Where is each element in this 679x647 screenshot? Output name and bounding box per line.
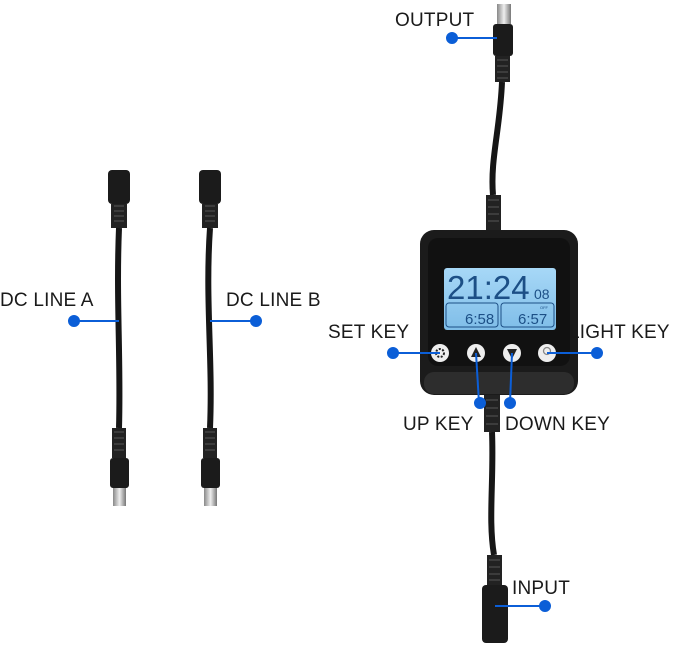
light-key-label: LIGHT KEY [569,322,670,343]
output-plug [486,4,513,231]
dc-line-a-cable [108,170,130,506]
dc-line-b-cable [199,170,221,506]
input-label: INPUT [512,578,570,599]
input-plug [482,394,508,643]
set-key-label: SET KEY [328,322,410,343]
down-key-label: DOWN KEY [505,414,611,435]
up-arrow-icon [471,347,481,357]
dc-line-b-label: DC LINE B [226,290,321,311]
lcd-on-time: 6:58 [465,311,494,328]
lcd-seconds: 08 [534,286,550,302]
lcd-off-label: OFF [540,305,549,310]
output-label: OUTPUT [395,10,475,31]
lcd-screen [444,268,556,330]
up-key-label: UP KEY [403,414,474,435]
callouts [68,32,603,612]
lcd-off-time: 6:57 [518,311,547,328]
bulb-icon [542,346,552,356]
dc-line-a-label: DC LINE A [0,290,94,311]
timer-controller [420,230,578,395]
lcd-time: 21:24 [447,269,530,306]
